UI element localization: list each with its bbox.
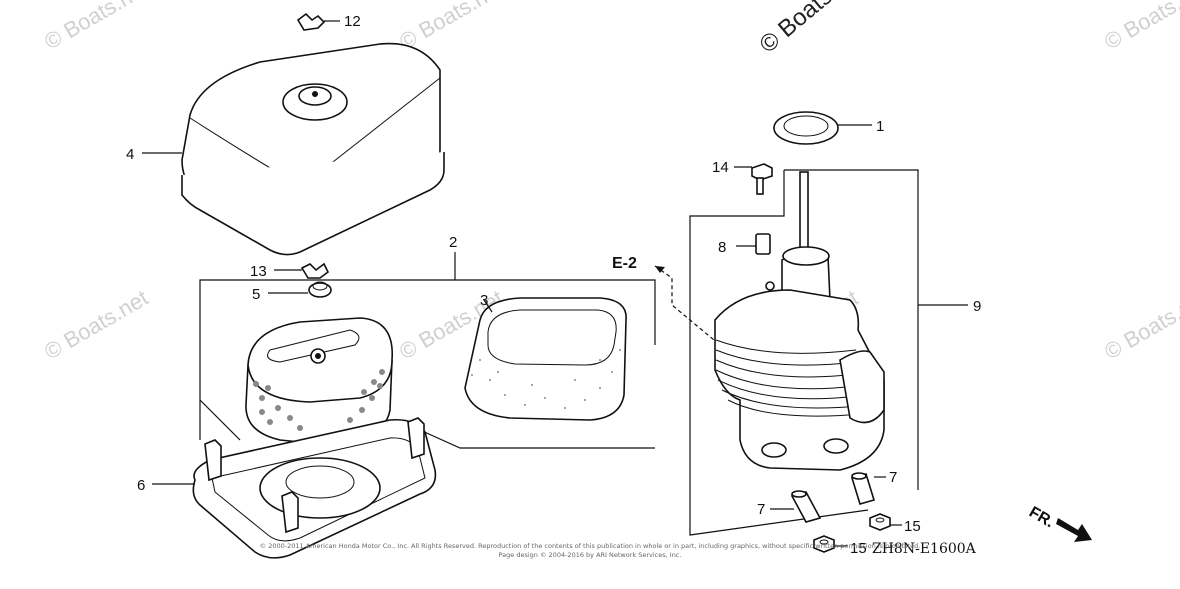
tube-7b[interactable] (770, 490, 822, 523)
fr-arrow-icon (1056, 518, 1092, 542)
callout-6: 6 (137, 477, 145, 494)
drawing-code: ZH8N-E1600A (872, 541, 977, 557)
wing-nut-12[interactable] (296, 12, 340, 31)
callout-1: 1 (876, 118, 884, 135)
callout-9: 9 (973, 298, 981, 315)
watermark-dark: © Boats.net (755, 0, 869, 59)
callout-15-right: 15 (904, 518, 921, 535)
base-tray-6[interactable] (152, 417, 437, 559)
e2-reference-arrow (654, 265, 721, 346)
bracket-2 (199, 252, 656, 449)
watermark: © Boats.net (40, 285, 152, 364)
bolt-14[interactable] (734, 163, 773, 195)
callout-15-bottom: 15 (850, 540, 867, 557)
copyright-line-2: Page design © 2004-2016 by ARI Network S… (499, 551, 682, 559)
fr-label: FR. (1026, 504, 1057, 532)
callout-8: 8 (718, 239, 726, 256)
callout-7-upper: 7 (889, 469, 897, 486)
foam-element-3[interactable] (464, 297, 627, 421)
callout-4: 4 (126, 146, 134, 163)
wing-nut-13[interactable] (274, 262, 330, 279)
foam-texture (471, 349, 621, 409)
air-filter-element-2[interactable] (245, 317, 393, 446)
copyright-notice: © 2000-2011 American Honda Motor Co., In… (260, 542, 921, 559)
gasket-1[interactable] (773, 111, 872, 145)
elbow-case-9[interactable] (713, 171, 885, 471)
section-ref-e2[interactable]: E-2 (612, 255, 637, 272)
air-cleaner-cover-4[interactable] (142, 42, 445, 256)
copyright-line-1: © 2000-2011 American Honda Motor Co., In… (260, 542, 921, 550)
nut-15a[interactable] (869, 513, 902, 531)
collar-8[interactable] (736, 233, 771, 255)
callout-3: 3 (480, 292, 488, 309)
watermark: © Boats.net (40, 0, 152, 54)
nut-15b[interactable] (813, 535, 848, 553)
watermark: © Boats.net (1100, 285, 1180, 364)
front-direction-indicator: FR. (1026, 504, 1092, 542)
perforations (253, 369, 385, 431)
watermark: © Boats.net (395, 0, 507, 54)
callout-2: 2 (449, 234, 457, 251)
bracket-9 (689, 169, 968, 536)
fins (715, 339, 863, 417)
grommet-5[interactable] (268, 281, 332, 298)
tube-7a[interactable] (850, 472, 886, 505)
callout-7-lower: 7 (757, 501, 765, 518)
callout-14: 14 (712, 159, 729, 176)
callout-5: 5 (252, 286, 260, 303)
callout-12: 12 (344, 13, 361, 30)
callout-13: 13 (250, 263, 267, 280)
watermark: © Boats.net (1100, 0, 1180, 54)
